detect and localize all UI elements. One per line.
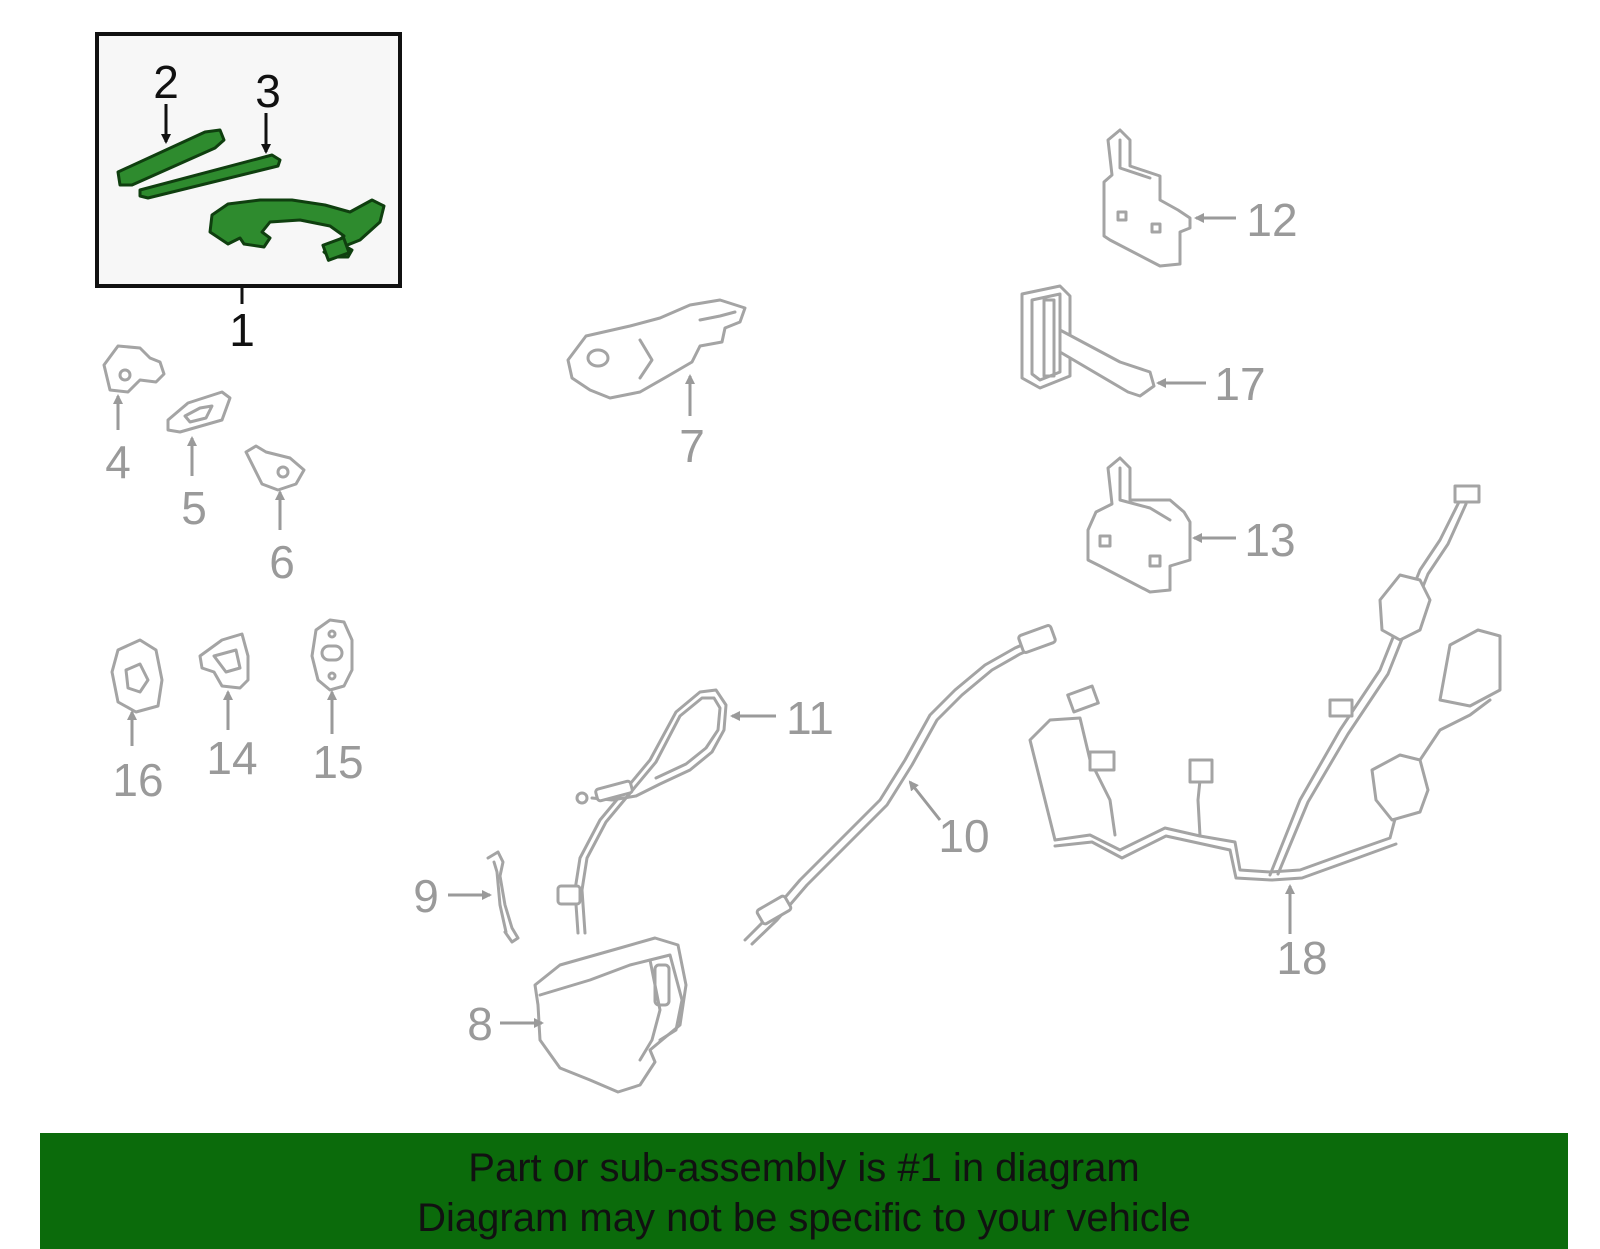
callout-1: 1: [229, 304, 255, 356]
callout-11: 11: [786, 692, 834, 744]
callout-15: 15: [312, 736, 363, 788]
callout-16: 16: [112, 754, 163, 806]
part-6-grommet[interactable]: [244, 444, 306, 530]
part-18-wiring-harness[interactable]: [1028, 484, 1502, 934]
callout-5: 5: [181, 482, 207, 534]
part-14-striker[interactable]: [198, 632, 250, 730]
part-17-door-check[interactable]: [1020, 284, 1206, 398]
part-1-outside-handle[interactable]: [208, 198, 386, 262]
part-13-hinge[interactable]: [1086, 456, 1236, 594]
callout-9: 9: [413, 870, 439, 922]
callout-13: 13: [1244, 514, 1295, 566]
callout-18: 18: [1276, 932, 1327, 984]
callout-6: 6: [269, 536, 295, 588]
callout-14: 14: [206, 732, 257, 784]
notice-banner: Part or sub-assembly is #1 in diagram Di…: [40, 1133, 1568, 1249]
callout-17: 17: [1214, 358, 1265, 410]
callout-10: 10: [938, 810, 989, 862]
part-8-door-latch[interactable]: [500, 936, 688, 1094]
part-9-rod[interactable]: [448, 850, 520, 944]
part-10-cable[interactable]: [743, 624, 1057, 946]
banner-line-1: Part or sub-assembly is #1 in diagram: [468, 1146, 1140, 1190]
part-16-striker-cover[interactable]: [110, 638, 164, 746]
banner-line-2: Diagram may not be specific to your vehi…: [417, 1196, 1191, 1240]
part-7-lock-bracket[interactable]: [566, 298, 747, 416]
callout-7: 7: [679, 420, 705, 472]
part-2-handle-cap[interactable]: [116, 104, 226, 187]
callout-2: 2: [153, 56, 179, 108]
part-12-hinge-bracket[interactable]: [1102, 128, 1236, 268]
part-3-seal-strip[interactable]: [138, 113, 282, 200]
part-5-clip[interactable]: [166, 390, 232, 476]
callout-4: 4: [105, 436, 131, 488]
part-4-bracket[interactable]: [102, 344, 166, 430]
part-11-cable[interactable]: [556, 688, 776, 935]
callout-3: 3: [255, 65, 281, 117]
callout-8: 8: [467, 998, 493, 1050]
callout-12: 12: [1246, 194, 1297, 246]
part-15-bumper[interactable]: [310, 618, 354, 734]
